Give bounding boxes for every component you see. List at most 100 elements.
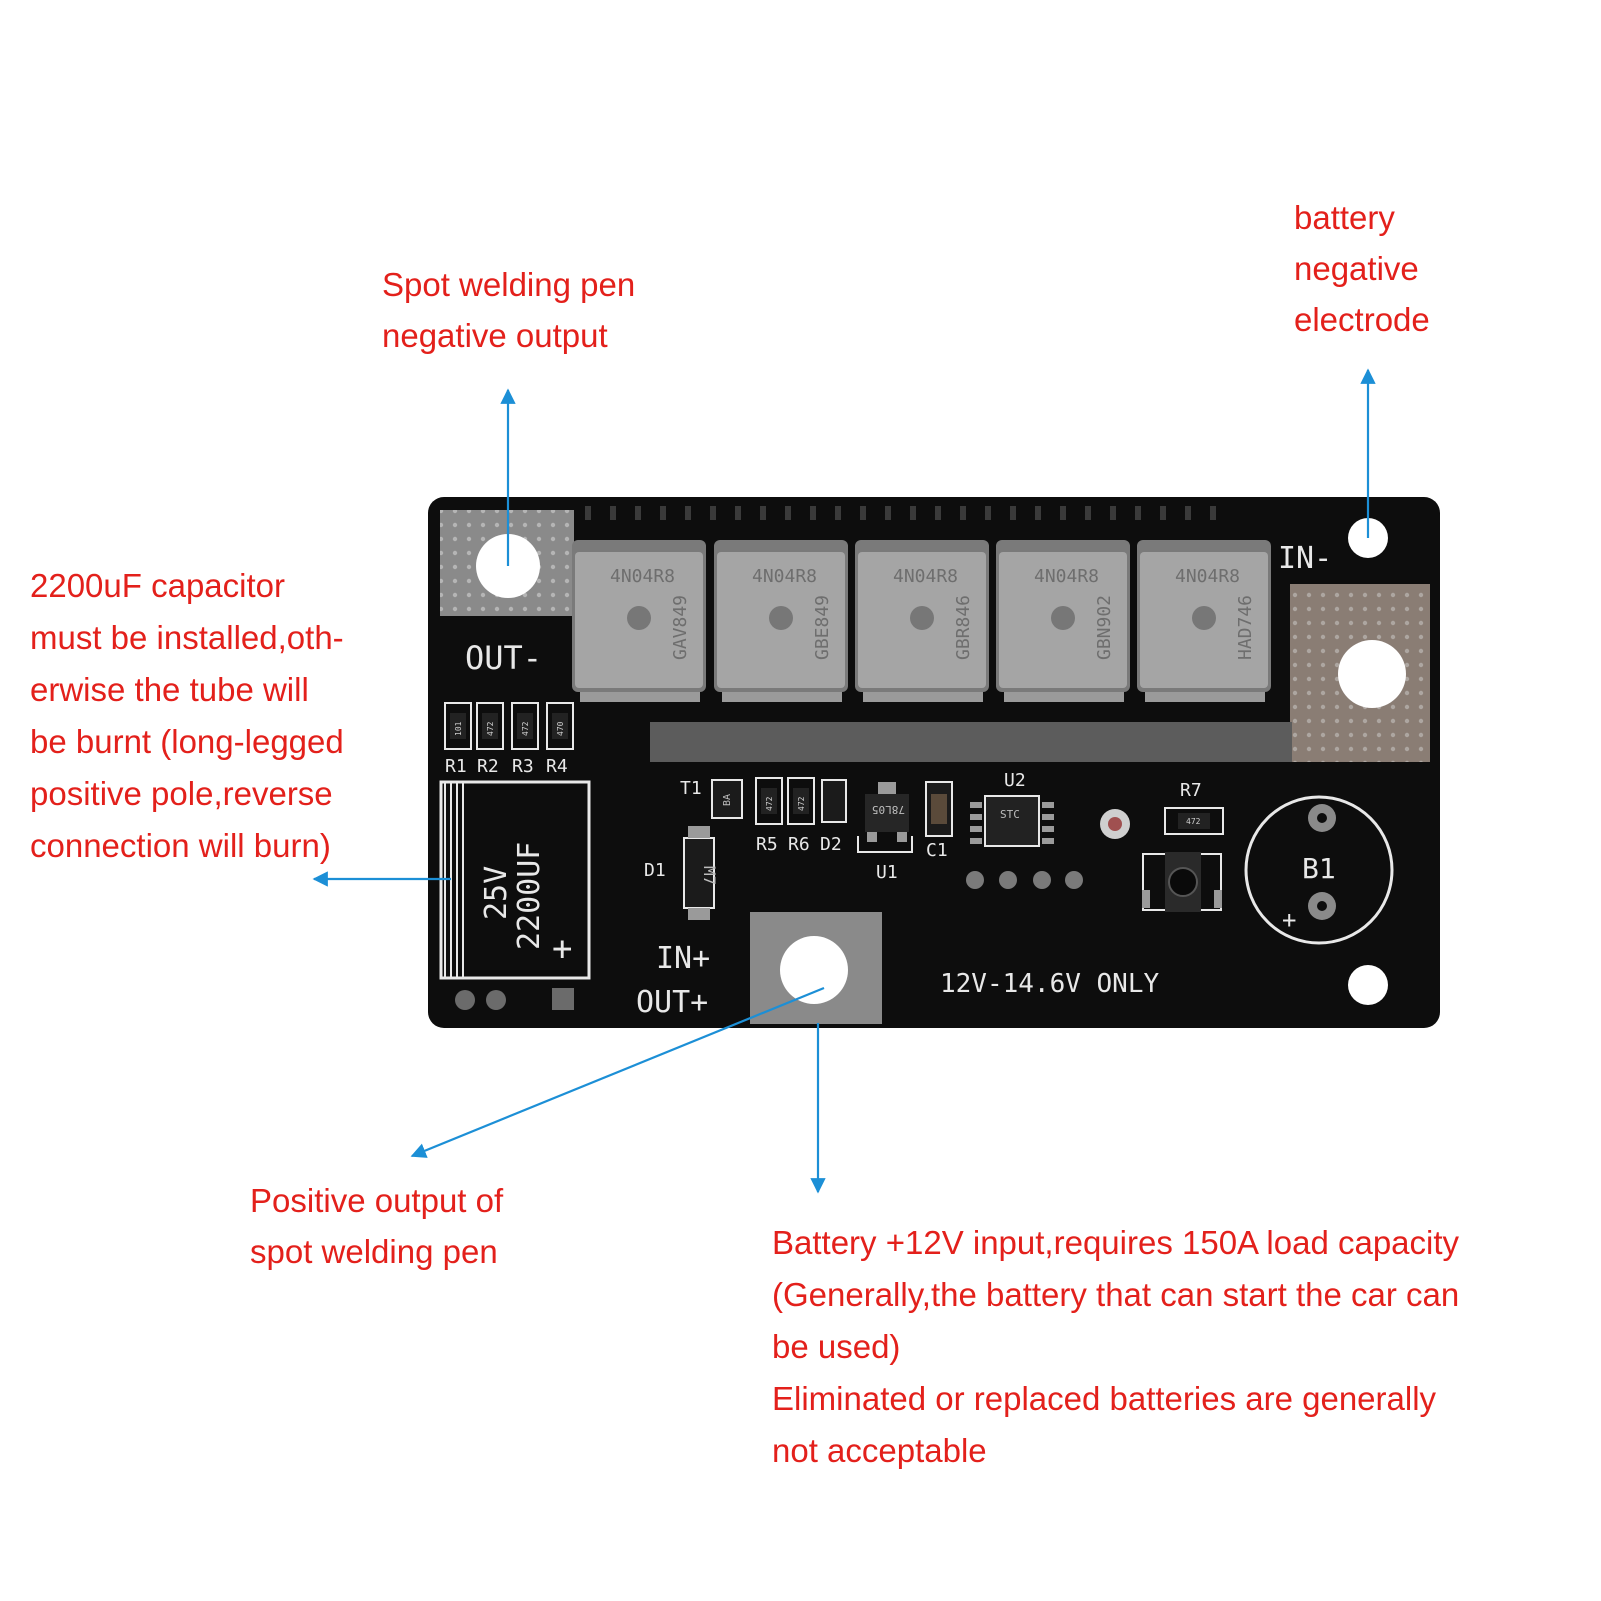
mosfet-2: 4N04R8 GBE849 [714, 540, 848, 702]
regulator-u1: 78L05 [865, 782, 909, 842]
programming-pads [966, 871, 1083, 889]
label-r1: R1 [445, 756, 467, 777]
capacitor-c1-body [931, 794, 947, 824]
callout-pen-negative: Spot welding pen negative output [382, 259, 635, 361]
mosfet-5-lot: HAD746 [1235, 595, 1256, 660]
mosfet-1-part: 4N04R8 [610, 566, 675, 587]
resistor-r2: 472 [476, 702, 504, 750]
capacitor-hole-a [455, 990, 475, 1010]
mcu-u2: STC [970, 795, 1054, 847]
mosfet-4-part: 4N04R8 [1034, 566, 1099, 587]
resistor-r2-code: 472 [486, 721, 495, 736]
capacitor-voltage: 25V [479, 866, 514, 920]
callout-battery-positive-line-1: Battery +12V input,requires 150A load ca… [772, 1224, 1460, 1261]
mosfet-4: 4N04R8 GBN902 [996, 540, 1130, 702]
mosfet-1-lot: GAV849 [670, 595, 691, 660]
resistor-r3: 472 [511, 702, 539, 750]
callout-battery-positive: Battery +12V input,requires 150A load ca… [772, 1217, 1459, 1477]
callout-capacitor-line-3: erwise the tube will [30, 671, 309, 708]
mount-hole [1348, 965, 1388, 1005]
callout-battery-negative-line-3: electrode [1294, 301, 1430, 338]
mosfet-3-lot: GBR846 [953, 595, 974, 660]
callout-battery-positive-line-5: not acceptable [772, 1432, 987, 1469]
label-r3: R3 [512, 756, 534, 777]
pin-header [585, 506, 1216, 520]
callout-pen-positive-line-2: spot welding pen [250, 1233, 498, 1270]
callout-arrows [312, 368, 1376, 1194]
label-r4: R4 [546, 756, 568, 777]
mosfet-5-part: 4N04R8 [1175, 566, 1240, 587]
capacitor-hole-b [486, 990, 506, 1010]
callout-battery-positive-line-2: (Generally,the battery that can start th… [772, 1276, 1460, 1313]
callout-capacitor-line-5: positive pole,reverse [30, 775, 333, 812]
resistor-r6-code: 472 [797, 796, 806, 811]
buzzer-plus: + [1282, 906, 1296, 934]
mosfet-3-part: 4N04R8 [893, 566, 958, 587]
buzzer-b1: B1 + [1244, 795, 1394, 945]
callout-battery-negative-line-2: negative [1294, 250, 1419, 287]
mosfet-3: 4N04R8 GBR846 [855, 540, 989, 702]
label-d2: D2 [820, 834, 842, 855]
label-u2: U2 [1004, 770, 1026, 791]
in-minus-label: IN- [1278, 541, 1332, 576]
resistor-r1: 101 [444, 702, 472, 750]
label-r2: R2 [477, 756, 499, 777]
mcu-mark: STC [1000, 808, 1020, 821]
callout-battery-negative: battery negative electrode [1294, 192, 1430, 345]
mosfet-2-part: 4N04R8 [752, 566, 817, 587]
resistor-r7: 472 [1164, 807, 1224, 835]
bus-bar [650, 722, 1292, 762]
resistor-r1-code: 101 [454, 721, 463, 736]
transistor-t1: BA [711, 779, 743, 819]
callout-battery-positive-line-4: Eliminated or replaced batteries are gen… [772, 1380, 1437, 1417]
mosfet-5: 4N04R8 HAD746 [1137, 540, 1271, 702]
mosfet-2-lot: GBE849 [812, 595, 833, 660]
resistor-r3-code: 472 [521, 721, 530, 736]
voltage-note: 12V-14.6V ONLY [940, 969, 1159, 999]
callout-pen-positive: Positive output of spot welding pen [250, 1175, 503, 1277]
label-u1: U1 [876, 862, 898, 883]
callout-capacitor-line-2: must be installed,oth- [30, 619, 344, 656]
buzzer-label: B1 [1302, 852, 1336, 885]
diode-mark: M7 [700, 866, 719, 885]
in-plus-pad [750, 912, 882, 1024]
regulator-mark: 78L05 [872, 803, 905, 816]
callout-capacitor-line-1: 2200uF capacitor [30, 567, 285, 604]
callout-pen-negative-line-2: negative output [382, 317, 608, 354]
capacitor-value: 2200UF [512, 842, 547, 950]
out-plus-label: OUT+ [636, 985, 708, 1020]
resistor-r6: 472 [787, 777, 815, 825]
label-d1: D1 [644, 860, 666, 881]
in-minus-pad [1290, 584, 1430, 762]
label-r5: R5 [756, 834, 778, 855]
callout-battery-positive-line-3: be used) [772, 1328, 901, 1365]
capacitor-hole-square [552, 988, 574, 1010]
callout-capacitor-line-4: be burnt (long-legged [30, 723, 344, 760]
callout-battery-negative-line-1: battery [1294, 199, 1395, 236]
label-r7: R7 [1180, 780, 1202, 801]
mosfet-4-lot: GBN902 [1094, 595, 1115, 660]
mosfet-1: 4N04R8 GAV849 [572, 540, 706, 702]
callout-pen-positive-line-1: Positive output of [250, 1182, 504, 1219]
callout-capacitor-line-6: connection will burn) [30, 827, 331, 864]
arrow-pen-positive [410, 986, 825, 1158]
resistor-r4: 470 [546, 702, 574, 750]
resistor-r7-code: 472 [1186, 817, 1201, 826]
led-core [1108, 817, 1122, 831]
in-plus-label: IN+ [656, 941, 710, 976]
resistor-r5-code: 472 [765, 796, 774, 811]
label-t1: T1 [680, 778, 702, 799]
transistor-t1-mark: BA [722, 794, 733, 806]
u1-outline [857, 836, 913, 853]
callout-capacitor: 2200uF capacitor must be installed,oth- … [30, 560, 344, 872]
callout-pen-negative-line-1: Spot welding pen [382, 266, 636, 303]
label-c1: C1 [926, 840, 948, 861]
push-button [1142, 852, 1222, 912]
resistor-r4-code: 470 [556, 721, 565, 736]
diode-d2 [821, 779, 847, 823]
diode-d1: M7 [683, 826, 719, 920]
capacitor-2200uf: 25V 2200UF + [439, 780, 591, 980]
out-minus-label: OUT- [465, 639, 542, 677]
